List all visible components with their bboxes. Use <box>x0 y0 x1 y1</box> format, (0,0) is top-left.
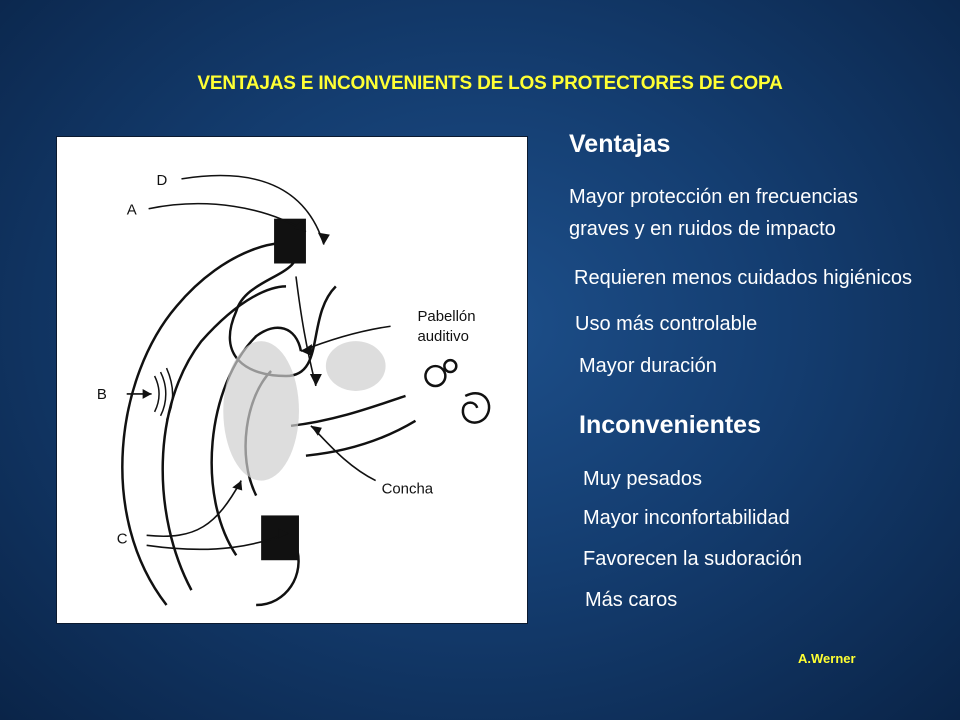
ear-illustration: D A B C Pabellón auditivo Concha <box>97 172 491 607</box>
ear-diagram: D A B C Pabellón auditivo Concha <box>56 136 528 624</box>
ventaja-item: Uso más controlable <box>575 313 758 335</box>
label-c: C <box>117 530 128 547</box>
label-concha: Concha <box>382 481 434 498</box>
label-a: A <box>127 202 137 219</box>
inconvenientes-heading: Inconvenientes <box>579 411 761 439</box>
label-d: D <box>157 172 168 189</box>
ventaja-item: Mayor protección en frecuencias <box>569 186 859 208</box>
label-b: B <box>97 386 107 403</box>
ventaja-item: graves y en ruidos de impacto <box>569 218 836 240</box>
label-auditivo: auditivo <box>417 328 468 345</box>
inconveniente-item: Muy pesados <box>583 468 702 490</box>
author-credit: A.Werner <box>798 651 856 666</box>
label-pabellon: Pabellón <box>417 308 475 325</box>
inconveniente-item: Más caros <box>585 589 678 611</box>
ventaja-item: Mayor duración <box>579 355 717 377</box>
ventaja-item: Requieren menos cuidados higiénicos <box>574 267 912 289</box>
ventajas-heading: Ventajas <box>569 130 671 158</box>
inconveniente-item: Favorecen la sudoración <box>583 548 803 570</box>
inconveniente-item: Mayor inconfortabilidad <box>583 507 790 529</box>
slide-title: VENTAJAS E INCONVENIENTS DE LOS PROTECTO… <box>197 73 783 94</box>
